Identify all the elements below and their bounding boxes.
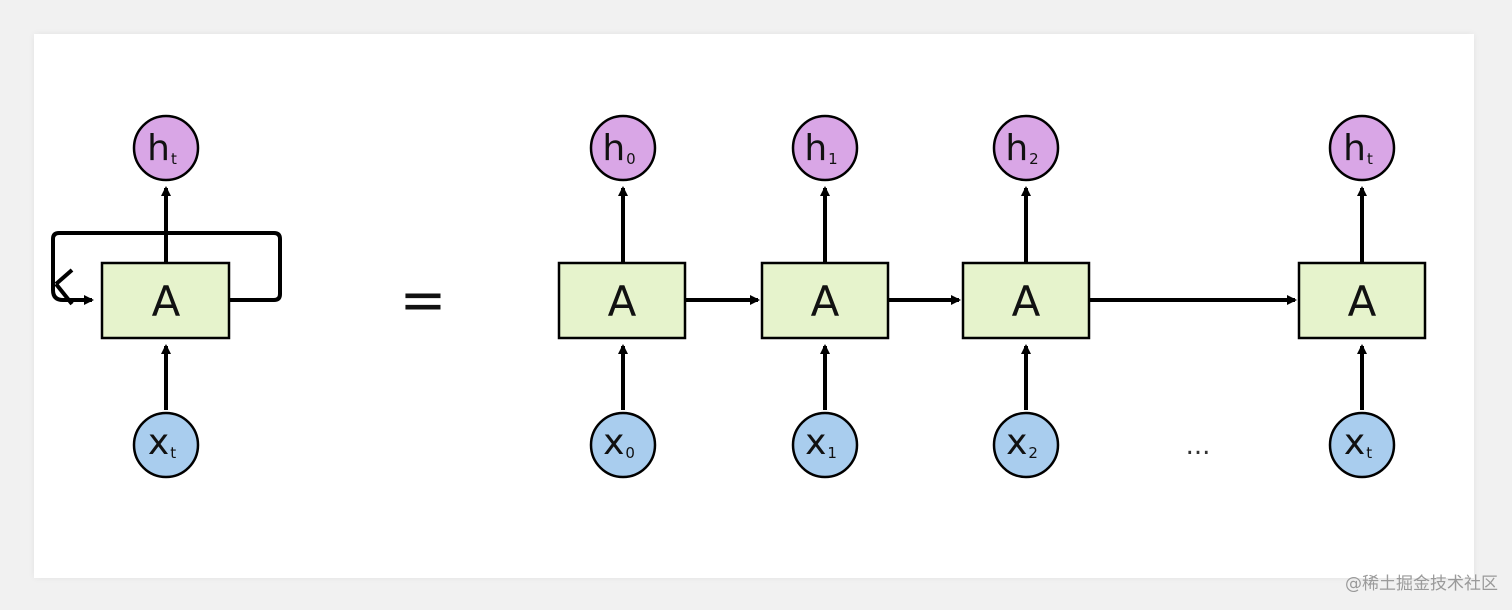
input-node <box>589 411 657 479</box>
diagram-card: A ht xt = A <box>34 34 1474 578</box>
folded-rnn: A ht xt <box>51 114 282 479</box>
output-node <box>791 114 859 182</box>
input-node <box>132 411 200 479</box>
equals-sign: = <box>400 268 447 333</box>
output-node-label: ht <box>147 128 177 169</box>
loop-tick <box>54 282 74 306</box>
rnn-cell-label: A <box>152 277 181 326</box>
watermark: @稀土掘金技术社区 <box>1345 574 1498 594</box>
rnn-cell-label: A <box>608 277 637 326</box>
rnn-unrolled-diagram: A ht xt = A <box>51 114 1427 479</box>
ellipsis: ... <box>1186 431 1211 461</box>
input-node <box>791 411 859 479</box>
output-node <box>992 114 1060 182</box>
output-node <box>132 114 200 182</box>
input-node <box>1328 411 1396 479</box>
unrolled-rnn: A h0 x0 A h1 <box>557 114 1427 479</box>
input-node-label: x0 <box>603 422 635 463</box>
rnn-cell-label: A <box>811 277 840 326</box>
rnn-cell-box <box>961 261 1091 340</box>
output-node <box>589 114 657 182</box>
output-node-label: h2 <box>1005 128 1038 169</box>
output-node <box>1328 114 1396 182</box>
time-step-0: A h0 x0 <box>557 114 687 479</box>
loop-tick <box>54 268 74 286</box>
time-step-2: A h2 x2 <box>961 114 1091 479</box>
time-step-1: A h1 x1 <box>760 114 890 479</box>
output-node-label: h0 <box>602 128 635 169</box>
input-node <box>992 411 1060 479</box>
input-node-label: x2 <box>1006 422 1038 463</box>
rnn-cell-box <box>100 261 231 340</box>
output-node-label: h1 <box>804 128 837 169</box>
rnn-cell-box <box>760 261 890 340</box>
time-step-t: A ht xt <box>1297 114 1427 479</box>
rnn-cell-label: A <box>1348 277 1377 326</box>
rnn-cell-box <box>557 261 687 340</box>
input-node-label: x1 <box>805 422 837 463</box>
output-node-label: ht <box>1343 128 1373 169</box>
input-node-label: xt <box>1344 422 1372 463</box>
rnn-cell-box <box>1297 261 1427 340</box>
input-node-label: xt <box>148 422 176 463</box>
rnn-cell-label: A <box>1012 277 1041 326</box>
